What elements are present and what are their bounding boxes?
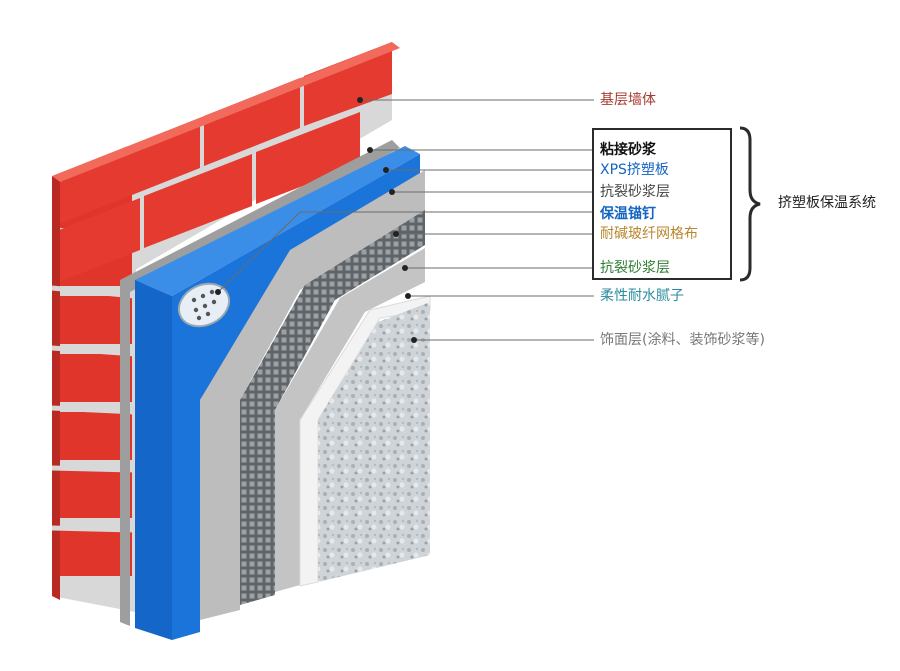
label-fiberglass-mesh: 耐碱玻纤网格布 xyxy=(600,225,698,243)
system-group-label: 挤塑板保温系统 xyxy=(778,192,876,212)
label-crack-mortar-1: 抗裂砂浆层 xyxy=(600,183,670,201)
label-crack-mortar-2: 抗裂砂浆层 xyxy=(600,259,670,277)
label-bonding-mortar: 粘接砂浆 xyxy=(600,141,656,159)
label-base-wall: 基层墙体 xyxy=(600,91,656,109)
label-putty: 柔性耐水腻子 xyxy=(600,287,684,305)
brace-icon xyxy=(736,124,764,284)
label-insulation-anchor: 保温锚钉 xyxy=(600,205,656,223)
label-finish-layer: 饰面层(涂料、装饰砂浆等) xyxy=(600,331,765,349)
label-xps-board: XPS挤塑板 xyxy=(600,161,669,179)
